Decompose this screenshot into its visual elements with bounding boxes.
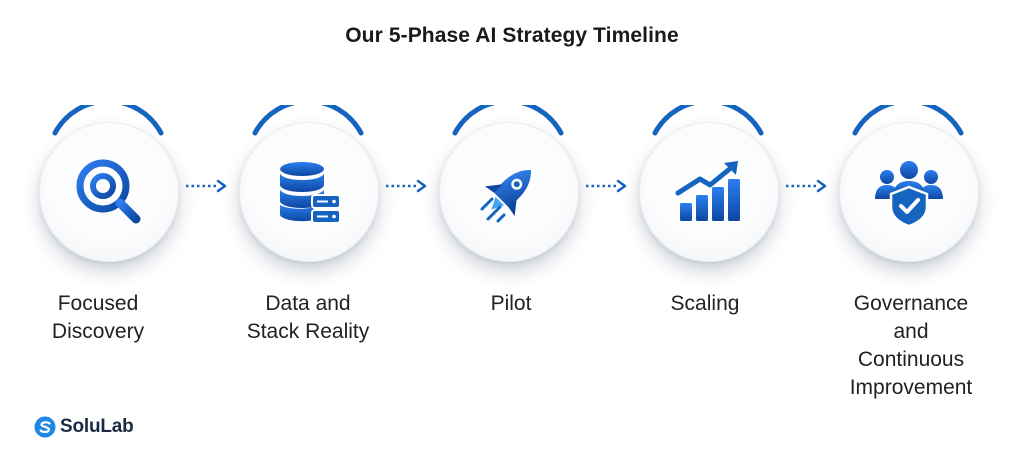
label-line: Continuous [857,348,965,371]
database-server-icon [280,162,341,224]
phase-circle [39,122,179,262]
phase-arc [52,105,164,136]
phase-circle [239,122,379,262]
phase-arc [452,105,564,136]
label-line: Pilot [490,292,532,315]
growth-chart-icon [675,161,740,221]
phase-arc [852,105,964,136]
phase-arc [252,105,364,136]
phase-label-data-and-stack-reality: Data and Stack Reality [218,290,398,346]
arrow-connector [786,179,827,193]
solulab-logo-icon [34,416,56,438]
arrow-connector [586,179,627,193]
magnifier-target-icon [76,159,141,224]
diagram-title: Our 5-Phase AI Strategy Timeline [345,24,679,47]
label-line: Discovery [51,320,145,343]
brand-name: SoluLab [60,416,134,437]
phase-circle [639,122,779,262]
phase-pilot [433,105,583,270]
label-line: Data and [265,292,351,315]
phase-arc [652,105,764,136]
label-line: Governance [853,292,969,315]
label-line: Scaling [670,292,740,315]
phase-label-governance: Governance and Continuous Improvement [821,290,1001,402]
phase-circle [839,122,979,262]
arrow-connector [186,179,227,193]
phase-data-and-stack-reality [233,105,383,270]
team-shield-icon [875,161,943,227]
label-line: Stack Reality [246,320,370,343]
phase-label-scaling: Scaling [615,290,795,318]
solulab-logo: SoluLab [34,414,134,440]
phase-scaling [633,105,783,270]
arrow-connector [386,179,427,193]
rocket-icon [480,170,531,223]
label-line: Focused [57,292,139,315]
phase-focused-discovery [33,105,183,270]
phase-governance [833,105,983,270]
phase-label-focused-discovery: Focused Discovery [8,290,188,346]
label-line: Improvement [849,376,973,399]
phase-circle [439,122,579,262]
phase-label-pilot: Pilot [421,290,601,318]
label-line: and [893,320,929,343]
